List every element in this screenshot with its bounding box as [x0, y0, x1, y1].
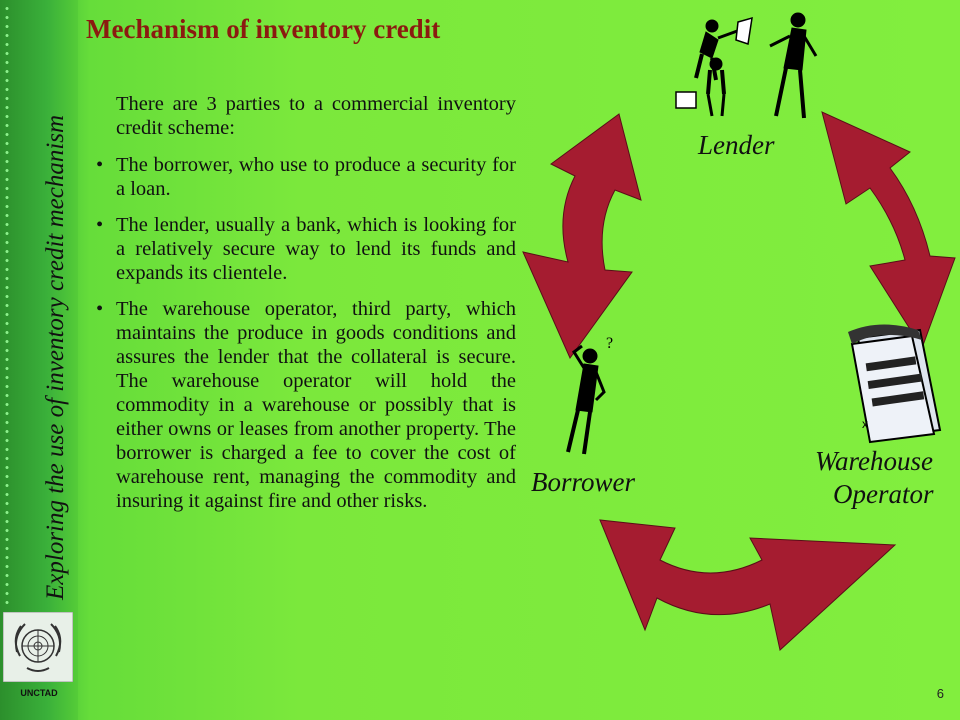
svg-text:?: ? — [606, 335, 613, 352]
cycle-arrow-lender-warehouse — [821, 111, 956, 350]
bullet-warehouse-operator: The warehouse operator, third party, whi… — [96, 297, 516, 513]
bullet-borrower: The borrower, who use to produce a secur… — [96, 153, 516, 201]
slide-body: There are 3 parties to a commercial inve… — [96, 92, 516, 525]
document-icon: x — [848, 324, 942, 444]
thinking-person-icon: ? — [566, 335, 613, 455]
dotted-border — [2, 4, 12, 604]
cycle-arrow-lender-borrower — [522, 113, 642, 359]
borrower-label: Borrower — [531, 467, 635, 497]
lender-label: Lender — [697, 130, 775, 160]
vertical-title-text: Exploring the use of inventory credit me… — [42, 114, 69, 600]
un-emblem-icon — [3, 612, 73, 682]
bullet-list: The borrower, who use to produce a secur… — [96, 153, 516, 513]
bullet-lender: The lender, usually a bank, which is loo… — [96, 213, 516, 285]
org-label: UNCTAD — [20, 688, 58, 698]
slide-title: Mechanism of inventory credit — [86, 14, 441, 44]
cycle-arrow-borrower-warehouse — [599, 519, 897, 651]
page-number: 6 — [936, 686, 944, 701]
warehouse-label-line2: Operator — [833, 479, 934, 509]
people-meeting-icon — [675, 12, 818, 119]
parties-cycle-diagram: Lender ? Borrower x Warehouse Operator — [522, 12, 956, 651]
warehouse-label-line1: Warehouse — [815, 446, 933, 476]
intro-text: There are 3 parties to a commercial inve… — [116, 93, 516, 139]
vertical-title: Exploring the use of inventory credit me… — [42, 2, 69, 602]
sidebar: Exploring the use of inventory credit me… — [0, 0, 78, 720]
svg-text:x: x — [862, 417, 868, 431]
